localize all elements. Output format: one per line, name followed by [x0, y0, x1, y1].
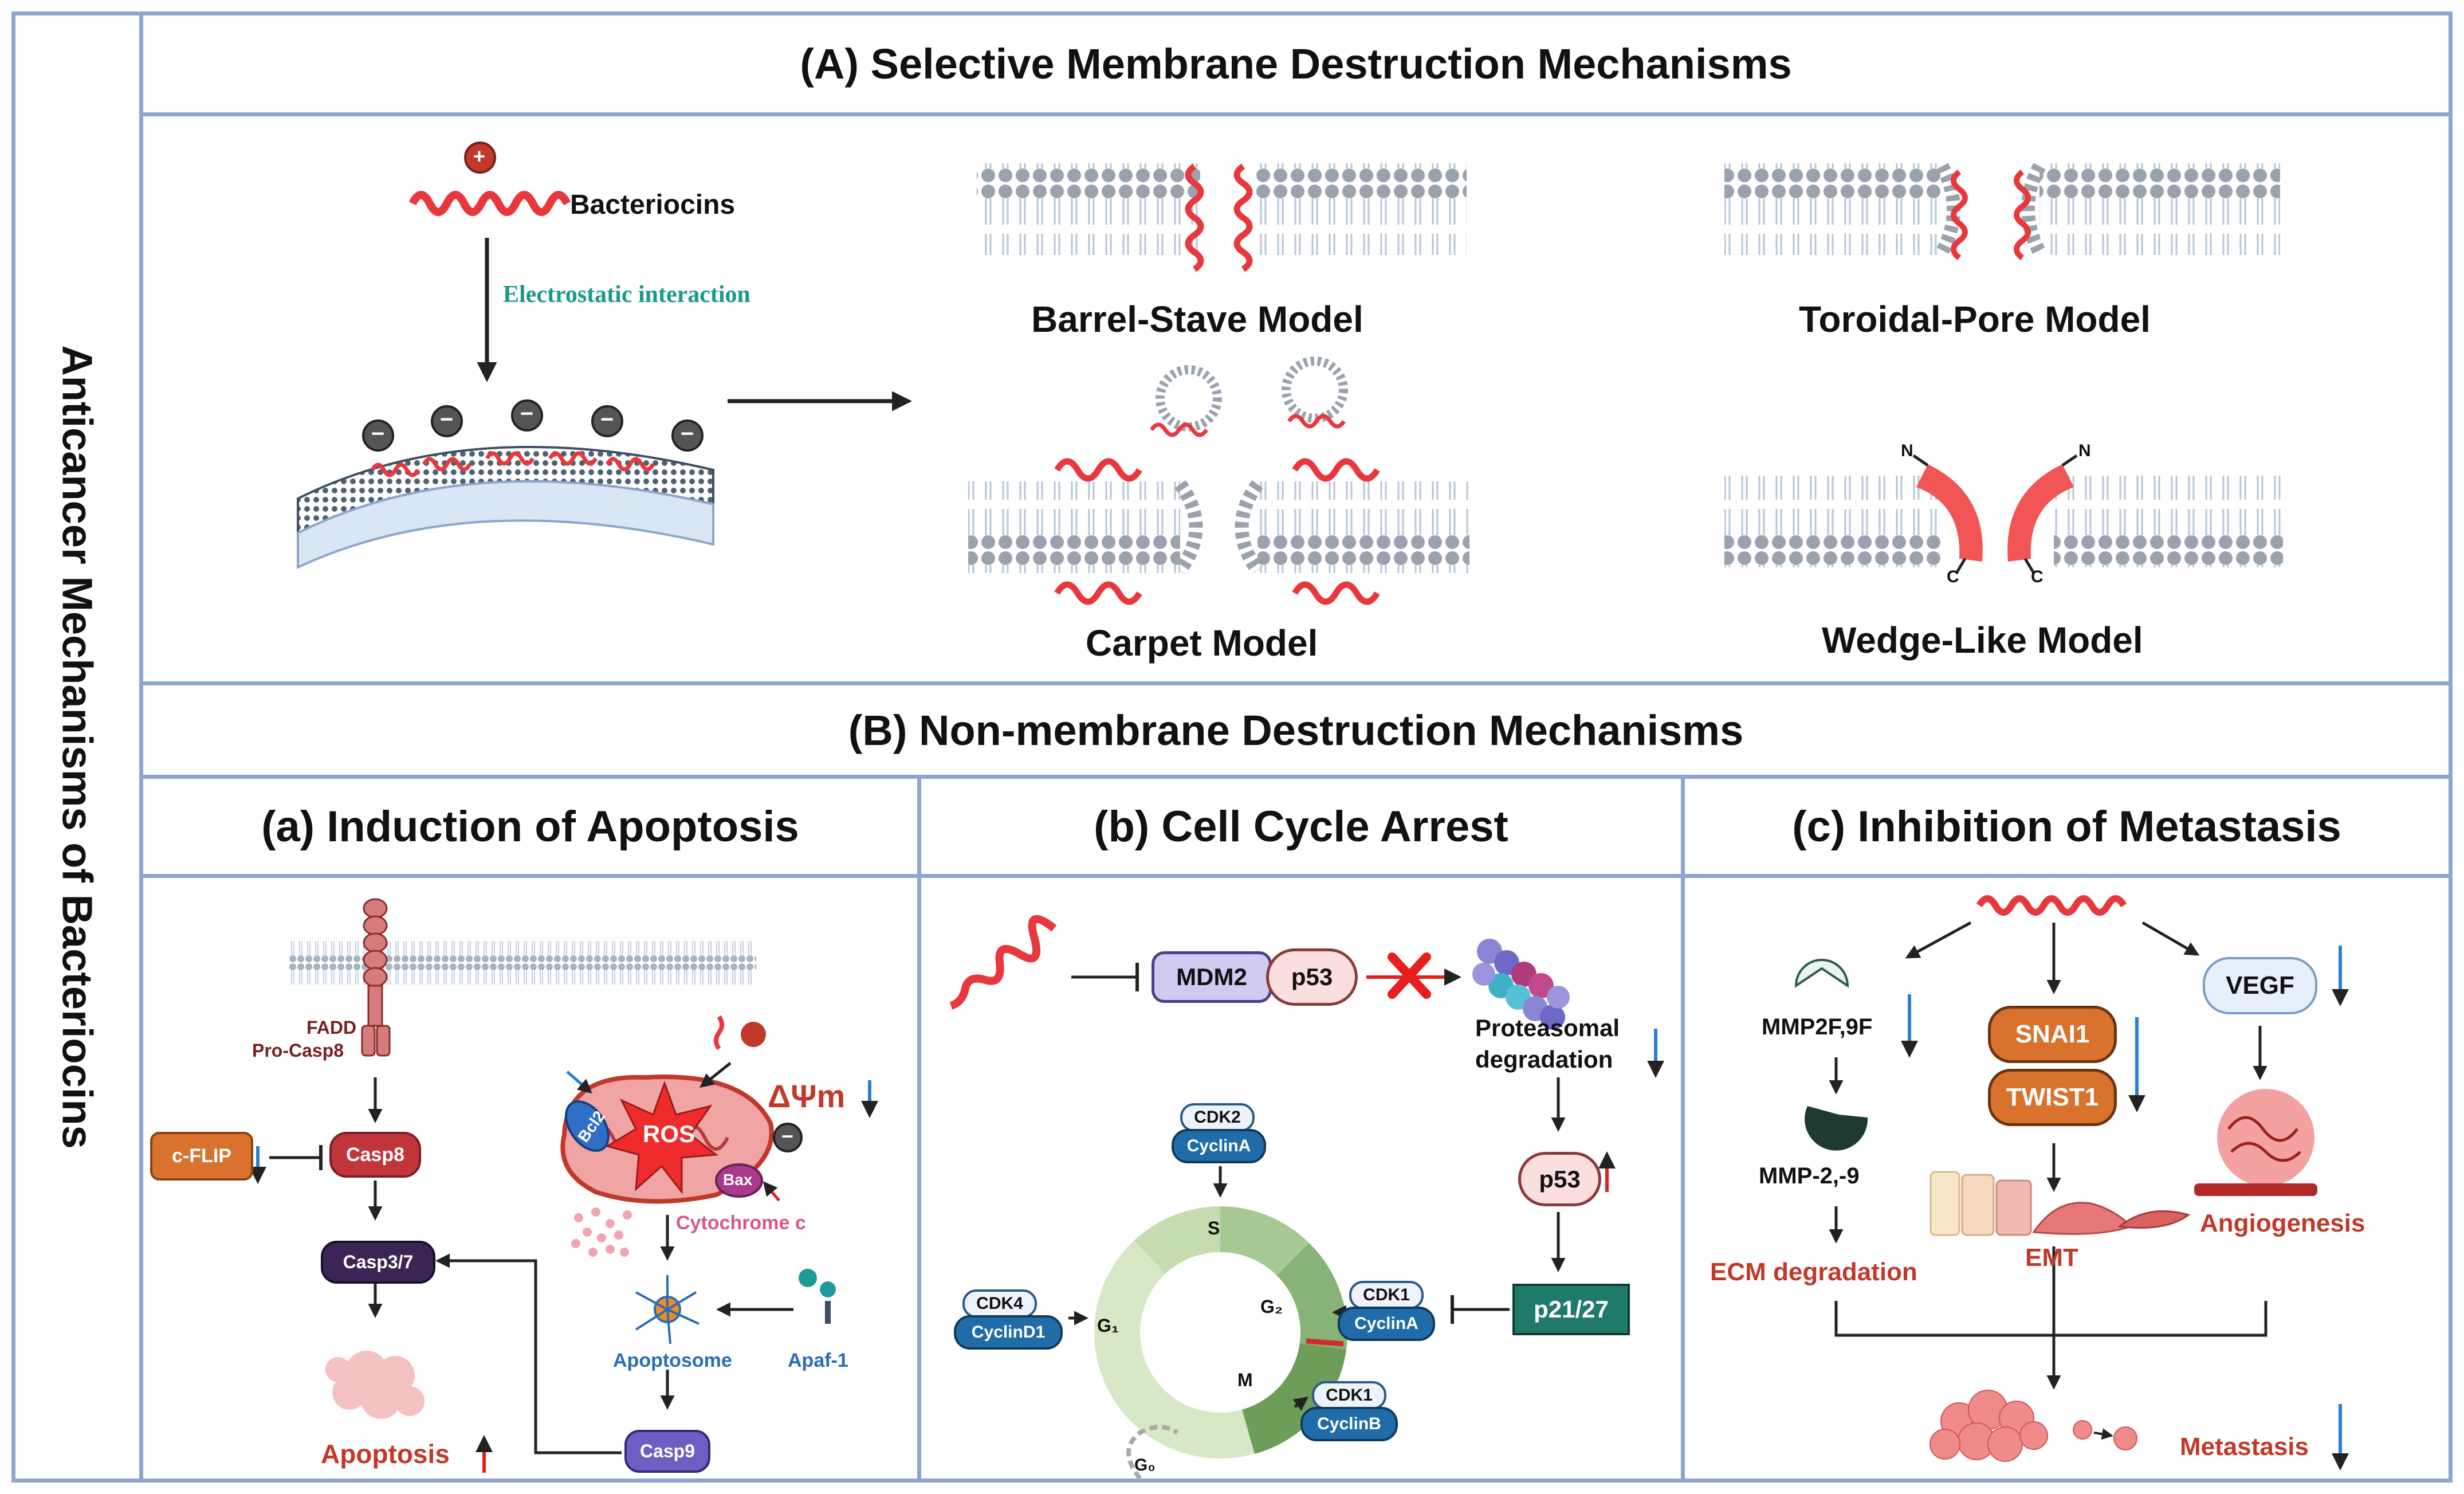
- metastasis-title: (c) Inhibition of Metastasis: [1792, 802, 2341, 851]
- mito-peptide-icon: [714, 1015, 766, 1050]
- n-terminus-right: N: [2078, 441, 2091, 460]
- apoptosis-title: (a) Induction of Apoptosis: [261, 802, 799, 851]
- negative-charge-mito-label: −: [781, 1124, 794, 1148]
- wedge-like-label: Wedge-Like Model: [1822, 619, 2143, 661]
- apoptotic-cell-icon: [325, 1351, 425, 1419]
- p2127-box: p21/27: [1512, 1284, 1630, 1335]
- electrostatic-label: Electrostatic interaction: [503, 281, 750, 308]
- mmp29-label: MMP-2,-9: [1759, 1163, 1860, 1189]
- minus-sign-2: −: [440, 407, 454, 432]
- cdk1-a-box: CDK1: [1349, 1281, 1424, 1309]
- mmp-active-icon: [1805, 1106, 1868, 1151]
- tumor-cluster-icon: [1929, 1390, 2137, 1462]
- cdk4-box: CDK4: [962, 1289, 1037, 1318]
- metastasis-label: Metastasis: [2180, 1433, 2309, 1461]
- mdm2-box: MDM2: [1152, 951, 1272, 1003]
- c-terminus-left: C: [1947, 567, 1959, 586]
- cyclin-b-box: CyclinB: [1300, 1407, 1398, 1441]
- p53-box: p53: [1266, 948, 1358, 1006]
- cellcycle-title: (b) Cell Cycle Arrest: [1094, 802, 1508, 851]
- plus-sign: +: [473, 144, 486, 168]
- casp8-box: Casp8: [329, 1132, 421, 1178]
- bcl2-protein-icon: [565, 1100, 610, 1152]
- wedge-like-diagram: [1724, 454, 2283, 574]
- bacteriocin-peptide-icon: [408, 191, 571, 216]
- dpsi-label: ΔΨm: [768, 1078, 846, 1114]
- cdk2-box: CDK2: [1180, 1103, 1255, 1132]
- casp37-box: Casp3/7: [321, 1241, 435, 1284]
- cyclin-d1-box: CyclinD1: [954, 1315, 1063, 1350]
- angiogenesis-icon: [2194, 1089, 2317, 1196]
- section-a-title: (A) Selective Membrane Destruction Mecha…: [800, 40, 1792, 88]
- cyclin-a-right-box: CyclinA: [1338, 1307, 1435, 1341]
- apoptosome-label: Apoptosome: [613, 1350, 732, 1371]
- carpet-label: Carpet Model: [1086, 622, 1318, 664]
- toroidal-pore-diagram: [1724, 163, 2280, 260]
- phase-g1-label: G₁: [1097, 1315, 1119, 1336]
- vegf-box: VEGF: [2203, 957, 2317, 1014]
- c-terminus-right: C: [2031, 567, 2043, 586]
- cdk1-b-box: CDK1: [1312, 1381, 1386, 1410]
- proteasome-icon: [1472, 939, 1570, 1030]
- minus-sign-3: −: [520, 401, 534, 426]
- bax-protein-icon: [715, 1163, 763, 1198]
- barrel-stave-diagram: [977, 163, 1467, 272]
- bacteriocins-label: Bacteriocins: [570, 190, 736, 220]
- phase-s-label: S: [1208, 1218, 1220, 1238]
- cytochrome-c-icon: [571, 1207, 632, 1257]
- cyclin-a-top-box: CyclinA: [1172, 1129, 1266, 1163]
- negative-charge-mito-icon: [773, 1123, 803, 1152]
- c-flip-box: c-FLIP: [150, 1132, 253, 1181]
- phase-m-label: M: [1237, 1370, 1253, 1390]
- casp9-box: Casp9: [624, 1430, 710, 1473]
- mmp2f9f-label: MMP2F,9F: [1762, 1014, 1873, 1040]
- emt-label: EMT: [2025, 1244, 2078, 1272]
- metastasis-peptide-icon: [1976, 895, 2127, 916]
- cell-membrane-apoptosis: [289, 940, 756, 988]
- minus-sign-1: −: [371, 421, 385, 446]
- positive-charge-icon: [464, 142, 496, 174]
- carpet-model-diagram: [968, 356, 1469, 605]
- ecm-degradation-label: ECM degradation: [1710, 1258, 1917, 1286]
- block-x-icon: [1388, 952, 1431, 999]
- metastasis-body-frame: [1681, 874, 2453, 1483]
- death-receptor-icon: [361, 898, 391, 1057]
- cellcycle-peptide-icon: [949, 915, 1057, 1010]
- angiogenesis-label: Angiogenesis: [2200, 1209, 2365, 1237]
- g0-loop-icon: [1126, 1425, 1179, 1480]
- negative-charges-icon: [362, 399, 704, 452]
- proteasomal-label: Proteasomal: [1475, 1014, 1620, 1041]
- curved-membrane-icon: [297, 446, 714, 570]
- apaf1-icon: [799, 1269, 836, 1324]
- toroidal-pore-label: Toroidal-Pore Model: [1799, 299, 2151, 340]
- n-terminus-left: N: [1901, 441, 1913, 460]
- fadd-label: FADD: [306, 1017, 357, 1038]
- apoptosome-icon: [635, 1275, 699, 1344]
- bax-label: Bax: [723, 1171, 753, 1189]
- degradation-label: degradation: [1475, 1046, 1613, 1073]
- ros-label: ROS: [643, 1120, 695, 1147]
- p53-up-box: p53: [1518, 1152, 1601, 1206]
- twist1-box: TWIST1: [1988, 1069, 2117, 1126]
- phase-g0-label: G₀: [1134, 1456, 1156, 1475]
- section-b-title: (B) Non-membrane Destruction Mechanisms: [848, 706, 1744, 754]
- barrel-stave-label: Barrel-Stave Model: [1031, 299, 1363, 340]
- minus-sign-4: −: [600, 407, 614, 432]
- emt-cells-icon: [1929, 1171, 2191, 1236]
- mitochondrion-icon: [560, 1075, 774, 1204]
- pro-casp8-label: Pro-Casp8: [252, 1040, 344, 1061]
- cytochrome-c-label: Cytochrome c: [676, 1212, 806, 1234]
- minus-sign-5: −: [681, 421, 694, 446]
- apaf1-label: Apaf-1: [788, 1350, 848, 1371]
- apoptosis-label: Apoptosis: [321, 1439, 450, 1469]
- mmp-inactive-icon: [1794, 959, 1849, 988]
- phase-g2-label: G₂: [1260, 1296, 1283, 1317]
- snai1-box: SNAI1: [1988, 1006, 2117, 1063]
- cell-cycle-ring: [1094, 1206, 1347, 1458]
